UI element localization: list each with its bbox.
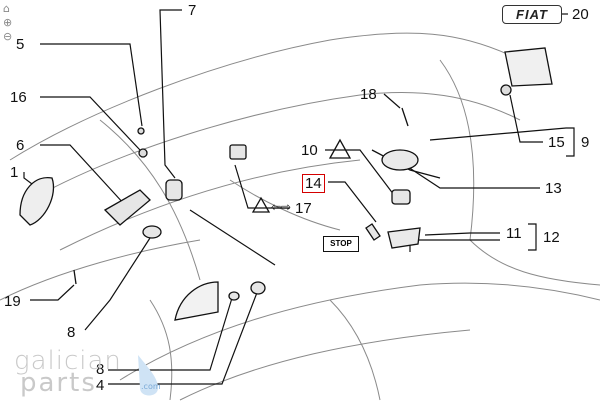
callout-1[interactable]: 1 <box>10 164 19 181</box>
home-icon[interactable]: ⌂ <box>3 2 10 15</box>
callout-18[interactable]: 18 <box>360 86 377 103</box>
callout-12[interactable]: 12 <box>543 229 560 246</box>
callout-15[interactable]: 15 <box>548 134 565 151</box>
watermark-line2: parts <box>20 368 97 398</box>
callout-19[interactable]: 19 <box>4 293 21 310</box>
callout-14-highlighted[interactable]: 14 <box>302 174 325 193</box>
callout-8[interactable]: 8 <box>67 324 76 341</box>
callout-11[interactable]: 11 <box>506 225 522 242</box>
stop-label: STOP <box>323 236 359 252</box>
svg-text:⇦⇨: ⇦⇨ <box>271 200 291 214</box>
callout-10[interactable]: 10 <box>301 142 318 159</box>
callout-9[interactable]: 9 <box>581 134 590 151</box>
brand-badge: FIAT <box>502 5 562 24</box>
callout-8-lower[interactable]: 8 <box>96 361 105 378</box>
callout-17[interactable]: 17 <box>295 200 312 217</box>
callout-16[interactable]: 16 <box>10 89 27 106</box>
zoom-in-icon[interactable]: ⊕ <box>3 16 13 29</box>
zoom-out-icon[interactable]: ⊖ <box>3 30 13 43</box>
callout-4[interactable]: 4 <box>96 377 105 394</box>
callout-13[interactable]: 13 <box>545 180 562 197</box>
watermark-line1: galician <box>14 346 122 376</box>
watermark-logo: galician parts .com <box>14 346 164 398</box>
callout-6[interactable]: 6 <box>16 137 25 154</box>
callout-5[interactable]: 5 <box>16 36 25 53</box>
watermark-suffix: .com <box>141 382 161 391</box>
callout-7[interactable]: 7 <box>188 2 197 19</box>
callout-20[interactable]: 20 <box>572 6 589 23</box>
